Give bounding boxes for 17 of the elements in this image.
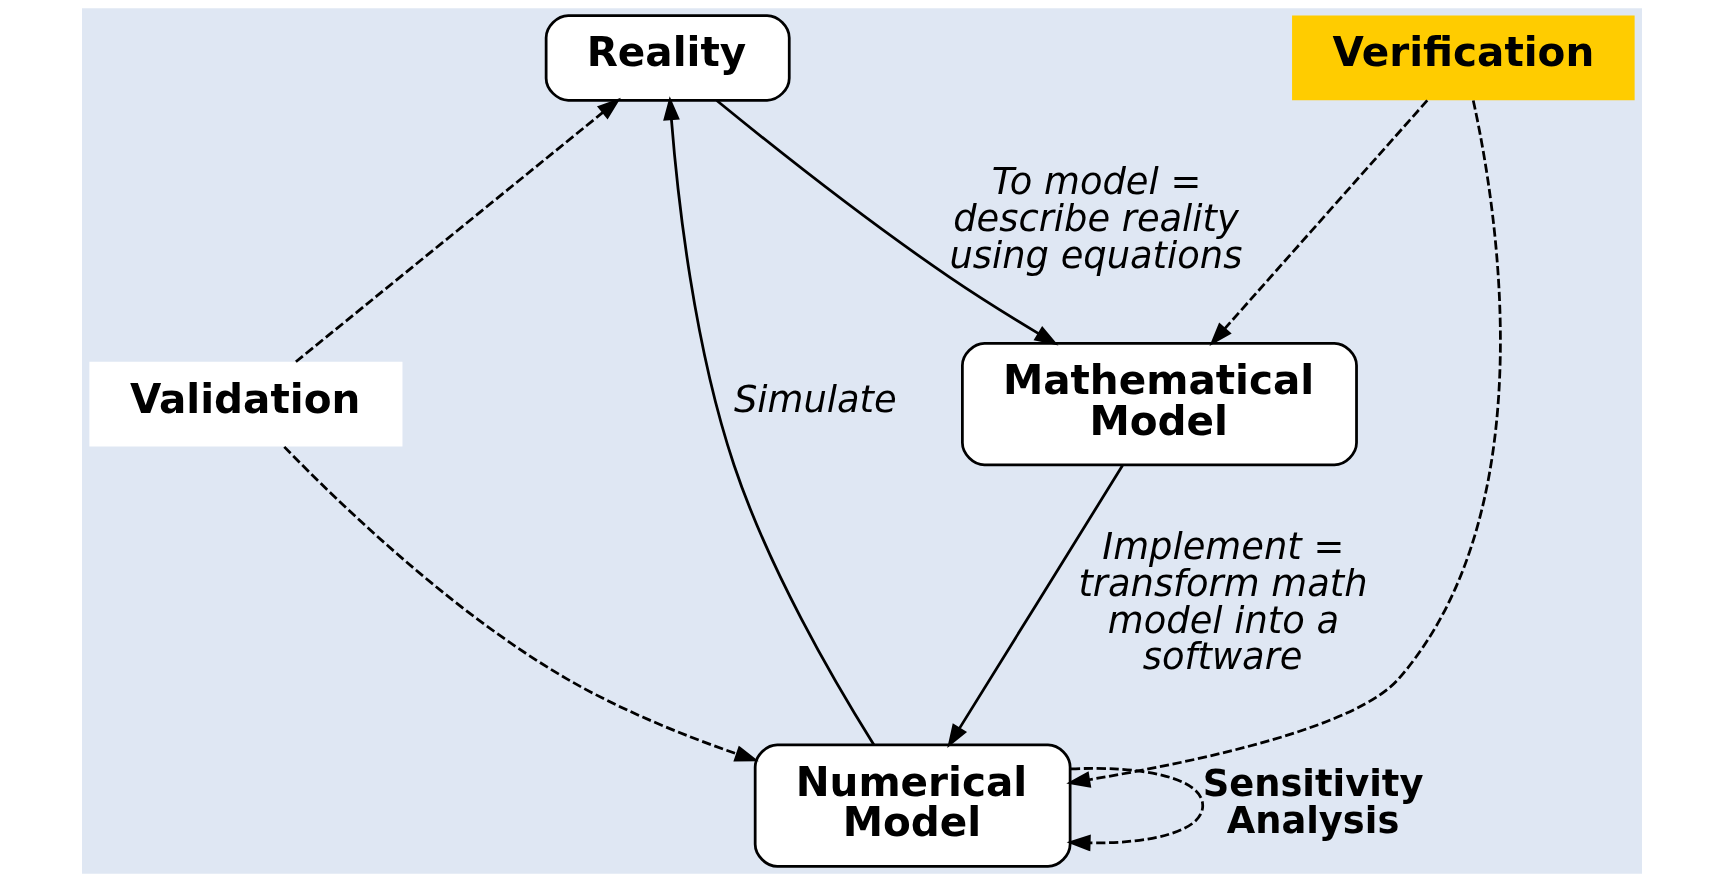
node-box: Validation — [88, 361, 402, 447]
node-box: Reality — [544, 14, 791, 102]
arrow — [294, 97, 621, 363]
arrow — [1066, 767, 1204, 852]
edge-label: To model = describe reality using equations — [948, 160, 1242, 277]
node-box: Verification — [1291, 15, 1635, 101]
arrow — [1209, 99, 1428, 346]
edge-label: Sensitivity Analysis — [1202, 762, 1423, 843]
arrow — [1065, 100, 1501, 788]
node-box: Mathematical Model — [960, 342, 1358, 467]
node-box: Numerical Model — [753, 743, 1071, 868]
arrow — [662, 96, 875, 746]
arrow — [715, 99, 1058, 346]
edge-label: Simulate — [733, 377, 897, 421]
arrow — [946, 464, 1124, 749]
edge-label: Implement = transform math model into a software — [1077, 524, 1368, 679]
arrow — [282, 445, 759, 762]
